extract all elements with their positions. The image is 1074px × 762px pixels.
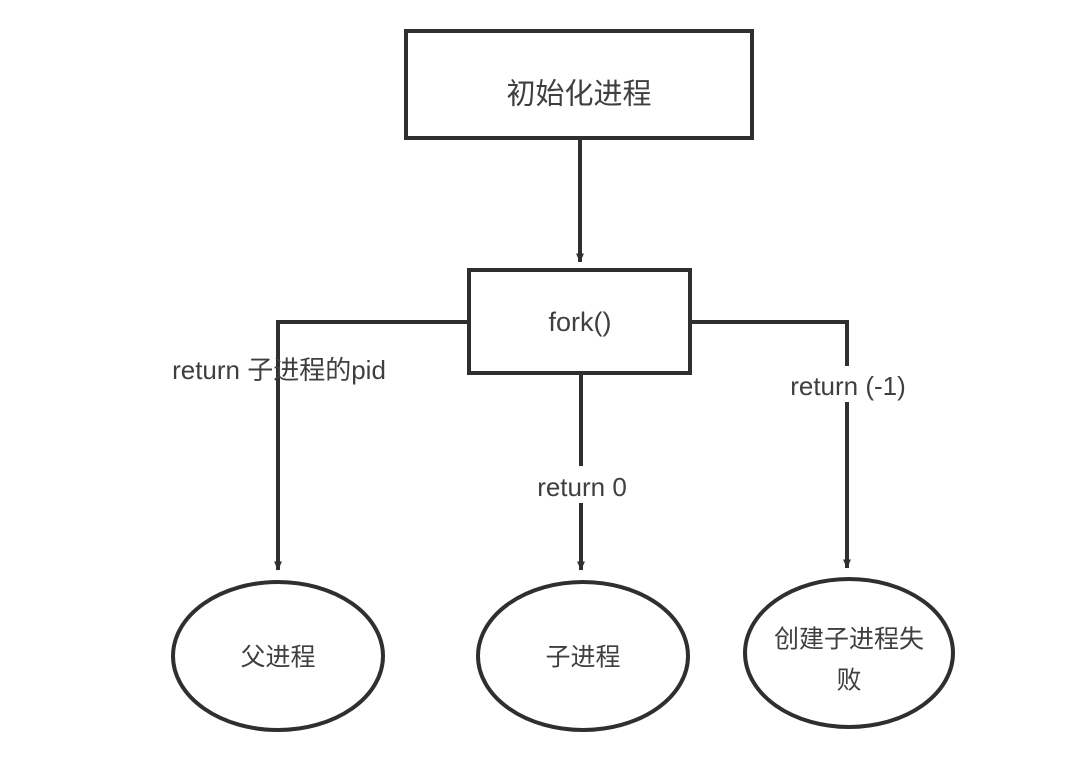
- edge-fork-to-parent: [274, 320, 469, 571]
- node-child-process[interactable]: 子进程: [476, 580, 690, 732]
- node-init-process-shape: [404, 29, 754, 140]
- edge-line-fork-to-fail-upper: [690, 320, 849, 366]
- edge-label-group: return 子进程的pid return 0 return (-1): [172, 355, 906, 502]
- node-create-failed-label-line2: 败: [836, 667, 861, 695]
- node-fork-shape: [467, 268, 692, 375]
- edge-fork-to-fail: [690, 320, 851, 569]
- node-fork[interactable]: fork(): [467, 268, 692, 375]
- node-init-process-label: 初始化进程: [506, 78, 651, 111]
- node-parent-process-shape: [171, 580, 385, 732]
- edge-label-return-minus-one: return (-1): [790, 371, 906, 401]
- edge-label-return-child-pid: return 子进程的pid: [172, 355, 386, 385]
- node-parent-process-label: 父进程: [240, 644, 315, 672]
- edge-group: [274, 138, 851, 571]
- node-create-failed-label-line1: 创建子进程失: [774, 626, 924, 654]
- node-create-failed-shape: [743, 577, 955, 729]
- node-child-process-shape: [476, 580, 690, 732]
- node-create-failed[interactable]: 创建子进程失 败: [743, 577, 955, 729]
- edge-label-return-zero: return 0: [537, 472, 627, 502]
- node-child-process-label: 子进程: [545, 644, 620, 672]
- node-group: 初始化进程 fork() 父进程 子进程 创建子进程失 败: [171, 29, 955, 732]
- node-parent-process[interactable]: 父进程: [171, 580, 385, 732]
- node-init-process[interactable]: 初始化进程: [404, 29, 754, 140]
- edge-line-fork-to-parent: [274, 320, 469, 571]
- node-fork-label: fork(): [549, 307, 612, 337]
